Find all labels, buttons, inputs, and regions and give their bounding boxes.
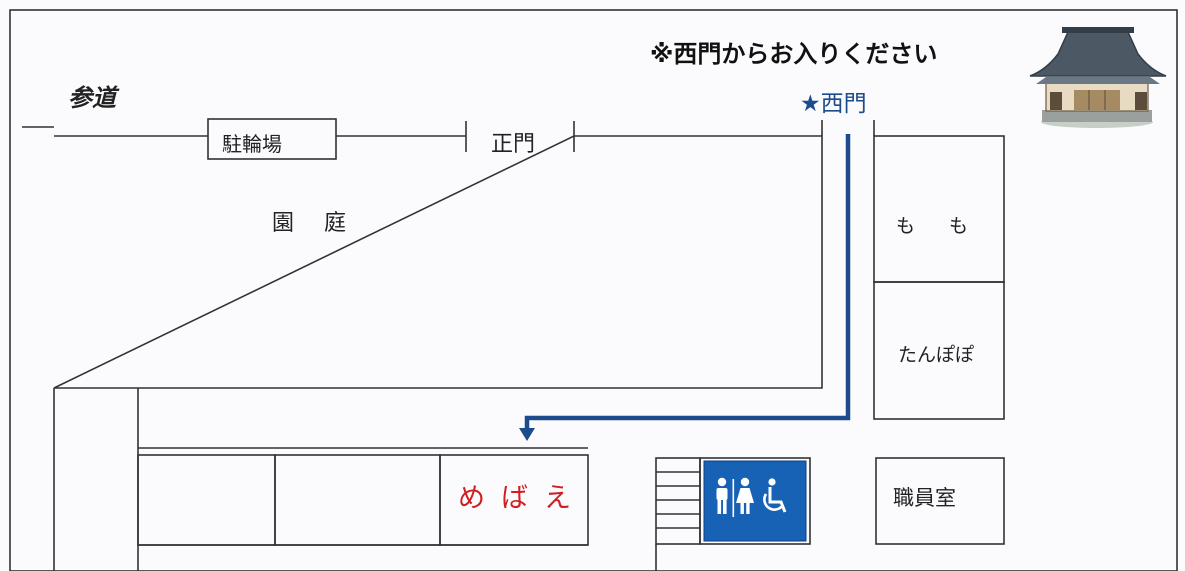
staff-room-label: 職員室 — [893, 486, 956, 510]
room-momo-label: もも — [896, 215, 1003, 237]
classroom-1 — [137, 454, 276, 546]
west-gate-label: ★西門 — [800, 91, 867, 117]
garden-label: 園庭 — [272, 211, 377, 236]
room-tanpopo-label: たんぽぽ — [898, 344, 975, 366]
route-path — [524, 134, 851, 430]
arrow-down-icon — [519, 428, 535, 441]
temple-building-icon — [1029, 27, 1167, 128]
room-mebae-label: めばえ — [458, 483, 587, 514]
room-tanpopo-box — [873, 281, 1005, 420]
restroom-box — [699, 457, 811, 545]
map-frame — [9, 9, 1178, 571]
room-momo-box — [873, 135, 1005, 283]
bike-parking-label: 駐輪場 — [222, 132, 282, 156]
garden-area — [53, 135, 823, 389]
staff-room-box — [875, 457, 1005, 545]
entrance-notice: ※西門からお入りください — [650, 40, 938, 68]
restroom-wheelchair-icon — [716, 477, 787, 517]
bike-parking-box — [207, 118, 337, 160]
main-gate-label: 正門 — [491, 132, 536, 157]
stairs — [655, 457, 701, 545]
classroom-2 — [274, 454, 441, 546]
left-column — [53, 388, 139, 571]
approach-label: 参道 — [68, 84, 116, 112]
